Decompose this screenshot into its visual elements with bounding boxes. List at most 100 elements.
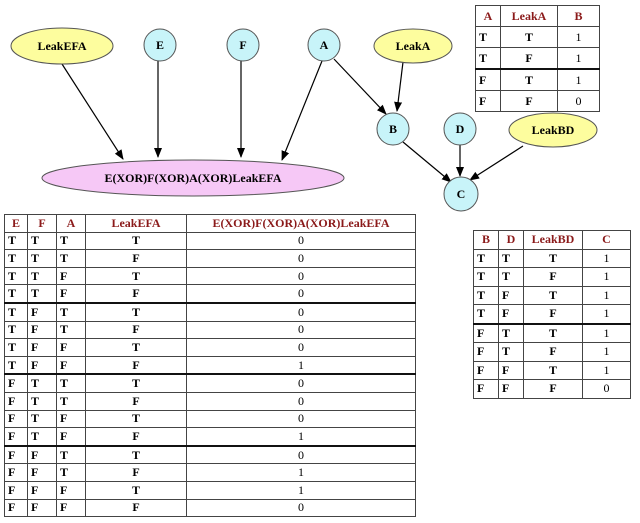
table-cell: F	[473, 342, 499, 362]
table-cell: T	[85, 301, 187, 322]
table-cell: T	[475, 26, 501, 48]
table-cell: F	[523, 379, 583, 399]
table-cell: T	[56, 301, 86, 322]
truth-table-efa: E F A LeakEFA E(XOR)F(XOR)A(XOR)LeakEFA …	[4, 214, 416, 518]
col-header-leakbd: LeakBD	[523, 230, 583, 250]
table-cell: T	[4, 320, 28, 340]
table-cell: T	[56, 320, 86, 340]
table-cell: F	[4, 409, 28, 429]
table-cell: F	[85, 391, 187, 411]
table-cell: T	[56, 249, 86, 268]
table-cell: F	[475, 68, 501, 91]
table-cell: 0	[186, 320, 416, 340]
table-cell: F	[498, 304, 524, 324]
table-cell: 1	[186, 463, 416, 482]
table-cell: F	[500, 90, 558, 112]
table-cell: 1	[557, 47, 600, 70]
table-cell: 0	[582, 379, 631, 399]
edge-a-to-b	[333, 58, 387, 115]
table-cell: F	[56, 284, 86, 304]
table-cell: F	[4, 480, 28, 500]
table-cell: T	[500, 26, 558, 48]
table-cell: T	[500, 68, 558, 91]
node-leakbd: LeakBD	[508, 112, 598, 148]
table-cell: F	[27, 444, 57, 465]
table-cell: T	[27, 409, 57, 429]
col-header-c: C	[582, 230, 631, 250]
table-cell: F	[4, 391, 28, 411]
table-cell: 0	[186, 301, 416, 322]
col-header-leakefa: LeakEFA	[85, 214, 187, 233]
table-cell: T	[85, 266, 187, 286]
table-cell: 0	[186, 498, 416, 518]
table-cell: 0	[186, 338, 416, 357]
node-c-label: C	[457, 187, 466, 201]
edge-leaka-to-b	[394, 61, 404, 112]
table-cell: T	[85, 480, 187, 500]
table-cell: 1	[582, 360, 631, 380]
truth-table-b-header: A LeakA B	[475, 5, 600, 27]
table-cell: F	[85, 320, 187, 340]
table-cell: F	[85, 284, 187, 304]
table-cell: T	[56, 444, 86, 465]
table-cell: F	[523, 304, 583, 324]
node-e: E	[143, 28, 177, 62]
table-cell: T	[498, 342, 524, 362]
table-cell: F	[27, 463, 57, 482]
table-cell: F	[56, 498, 86, 518]
table-cell: T	[85, 373, 187, 393]
node-b: B	[376, 112, 410, 146]
edge-a-to-xor	[281, 60, 323, 161]
node-d: D	[443, 112, 477, 146]
table-cell: F	[56, 427, 86, 447]
table-cell: T	[473, 267, 499, 287]
truth-table-efa-header: E F A LeakEFA E(XOR)F(XOR)A(XOR)LeakEFA	[4, 214, 416, 233]
table-cell: F	[85, 249, 187, 268]
table-cell: T	[473, 304, 499, 324]
col-header-a: A	[56, 214, 86, 233]
table-cell: T	[56, 231, 86, 251]
col-header-d: D	[498, 230, 524, 250]
node-f: F	[226, 28, 260, 62]
table-cell: 1	[582, 267, 631, 287]
table-cell: T	[4, 338, 28, 357]
table-cell: T	[56, 463, 86, 482]
table-cell: T	[498, 248, 524, 268]
table-cell: T	[475, 47, 501, 70]
table-cell: 1	[582, 248, 631, 268]
node-leakefa-label: LeakEFA	[37, 39, 86, 53]
table-cell: F	[473, 360, 499, 380]
table-cell: F	[498, 285, 524, 305]
table-cell: 1	[557, 68, 600, 91]
table-cell: F	[4, 498, 28, 518]
edge-b-to-c	[402, 141, 452, 183]
table-cell: T	[27, 427, 57, 447]
table-cell: F	[85, 498, 187, 518]
node-f-label: F	[239, 38, 246, 52]
node-leakbd-label: LeakBD	[532, 123, 575, 137]
table-cell: T	[473, 285, 499, 305]
table-cell: F	[27, 301, 57, 322]
table-cell: 1	[582, 322, 631, 343]
table-cell: F	[27, 498, 57, 518]
table-cell: T	[4, 231, 28, 251]
table-cell: 1	[582, 342, 631, 362]
table-cell: 1	[186, 427, 416, 447]
